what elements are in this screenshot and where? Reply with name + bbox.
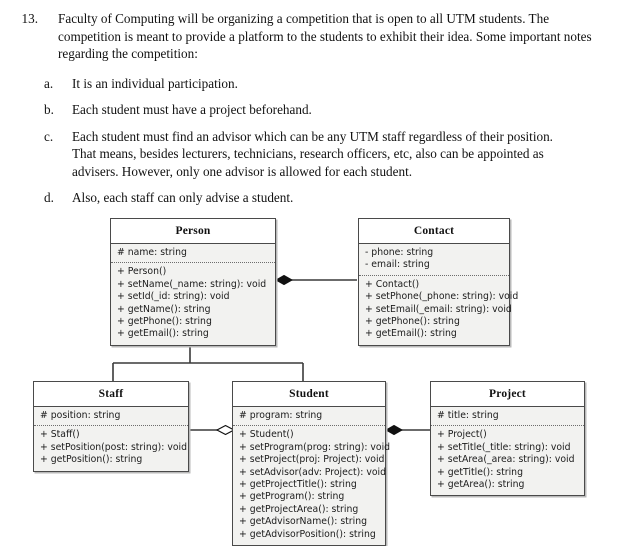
uml-class-contact-attributes: - phone: string - email: string [359, 244, 509, 276]
uml-operation: + getEmail(): string [365, 328, 457, 340]
uml-class-staff-operations: + Staff() + setPosition(post: string): v… [34, 426, 188, 471]
uml-class-contact[interactable]: Contact - phone: string - email: string … [358, 218, 519, 346]
uml-class-student-operations: + Student() + setProgram(prog: string): … [233, 426, 391, 546]
uml-operation: + setName(_name: string): void [117, 278, 267, 290]
uml-attribute: # program: string [239, 410, 323, 421]
uml-operation: + Contact() [365, 278, 420, 290]
uml-operation: + Staff() [40, 429, 80, 441]
uml-operation: + setId(_id: string): void [117, 291, 230, 303]
uml-attribute: # position: string [40, 410, 121, 421]
uml-class-project-attributes: # title: string [431, 407, 584, 427]
uml-operation: + getName(): string [117, 303, 211, 315]
uml-operation: + setProgram(prog: string): void [239, 441, 391, 453]
sub-item-c-label: c. [44, 128, 54, 144]
uml-class-student-attributes: # program: string [233, 407, 385, 427]
uml-operation: + getArea(): string [437, 479, 525, 491]
uml-class-project-title: Project [431, 382, 584, 407]
uml-operation: + getProgram(): string [239, 491, 345, 503]
uml-operation: + getProjectTitle(): string [239, 479, 357, 491]
uml-operation: + Person() [117, 266, 167, 278]
uml-operation: + Student() [239, 429, 294, 441]
uml-class-staff-title: Staff [34, 382, 188, 407]
sub-item-a: a. It is an individual participation. [0, 75, 633, 93]
uml-operation: + setProject(proj: Project): void [239, 454, 385, 466]
uml-class-student[interactable]: Student # program: string + Student() + … [232, 381, 391, 546]
uml-operation: + setPosition(post: string): void [40, 441, 188, 453]
uml-operation: + getPhone(): string [117, 316, 212, 328]
uml-operation: + getPosition(): string [40, 454, 143, 466]
uml-attribute: - phone: string [365, 247, 434, 258]
sub-item-c-text: Each student must find an advisor which … [72, 128, 553, 179]
sub-item-b-label: b. [44, 102, 54, 117]
uml-class-project-operations: + Project() + setTitle(_title: string): … [431, 426, 584, 496]
uml-operation: + getProjectArea(): string [239, 503, 359, 515]
uml-attribute: # title: string [437, 410, 499, 421]
question-block: 13. Faculty of Computing will be organiz… [0, 0, 633, 207]
uml-operation: + getTitle(): string [437, 466, 523, 478]
uml-operation: + getAdvisorName(): string [239, 516, 368, 528]
uml-operation: + setArea(_area: string): void [437, 454, 575, 466]
uml-operation: + getPhone(): string [365, 316, 460, 328]
sub-item-d: d. Also, each staff can only advise a st… [0, 189, 633, 207]
uml-class-contact-operations: + Contact() + setPhone(_phone: string): … [359, 275, 519, 345]
uml-class-person-title: Person [111, 219, 275, 244]
question-number: 13. [21, 11, 38, 26]
uml-class-person[interactable]: Person # name: string + Person() + setNa… [110, 218, 276, 346]
uml-class-student-title: Student [233, 382, 385, 407]
uml-class-contact-title: Contact [359, 219, 509, 244]
composition-diamond-person-contact [274, 274, 294, 286]
uml-attribute: - email: string [365, 259, 430, 271]
uml-class-person-attributes: # name: string [111, 244, 275, 264]
composition-diamond-student-project [384, 424, 404, 436]
uml-class-staff-attributes: # position: string [34, 407, 188, 427]
uml-attribute: # name: string [117, 247, 187, 258]
uml-class-staff[interactable]: Staff # position: string + Staff() + set… [33, 381, 189, 472]
uml-class-project[interactable]: Project # title: string + Project() + se… [430, 381, 585, 497]
uml-operation: + setAdvisor(adv: Project): void [239, 466, 386, 478]
sub-item-b-text: Each student must have a project beforeh… [72, 102, 312, 117]
uml-operation: + setTitle(_title: string): void [437, 441, 571, 453]
sub-item-a-label: a. [44, 75, 54, 91]
uml-operation: + getEmail(): string [117, 328, 209, 340]
uml-operation: + setPhone(_phone: string): void [365, 291, 519, 303]
sub-item-d-text: Also, each staff can only advise a stude… [72, 190, 294, 205]
question-stem-row: 13. Faculty of Computing will be organiz… [0, 10, 633, 63]
uml-operation: + Project() [437, 429, 487, 441]
sub-item-b: b. Each student must have a project befo… [0, 101, 633, 119]
sub-item-c: c. Each student must find an advisor whi… [0, 128, 633, 181]
sub-item-d-label: d. [44, 190, 54, 205]
uml-operation: + getAdvisorPosition(): string [239, 528, 376, 540]
uml-class-person-operations: + Person() + setName(_name: string): voi… [111, 263, 275, 345]
uml-operation: + setEmail(_email: string): void [365, 303, 512, 315]
question-stem-text: Faculty of Computing will be organizing … [58, 11, 592, 61]
sub-item-a-text: It is an individual participation. [72, 75, 238, 91]
